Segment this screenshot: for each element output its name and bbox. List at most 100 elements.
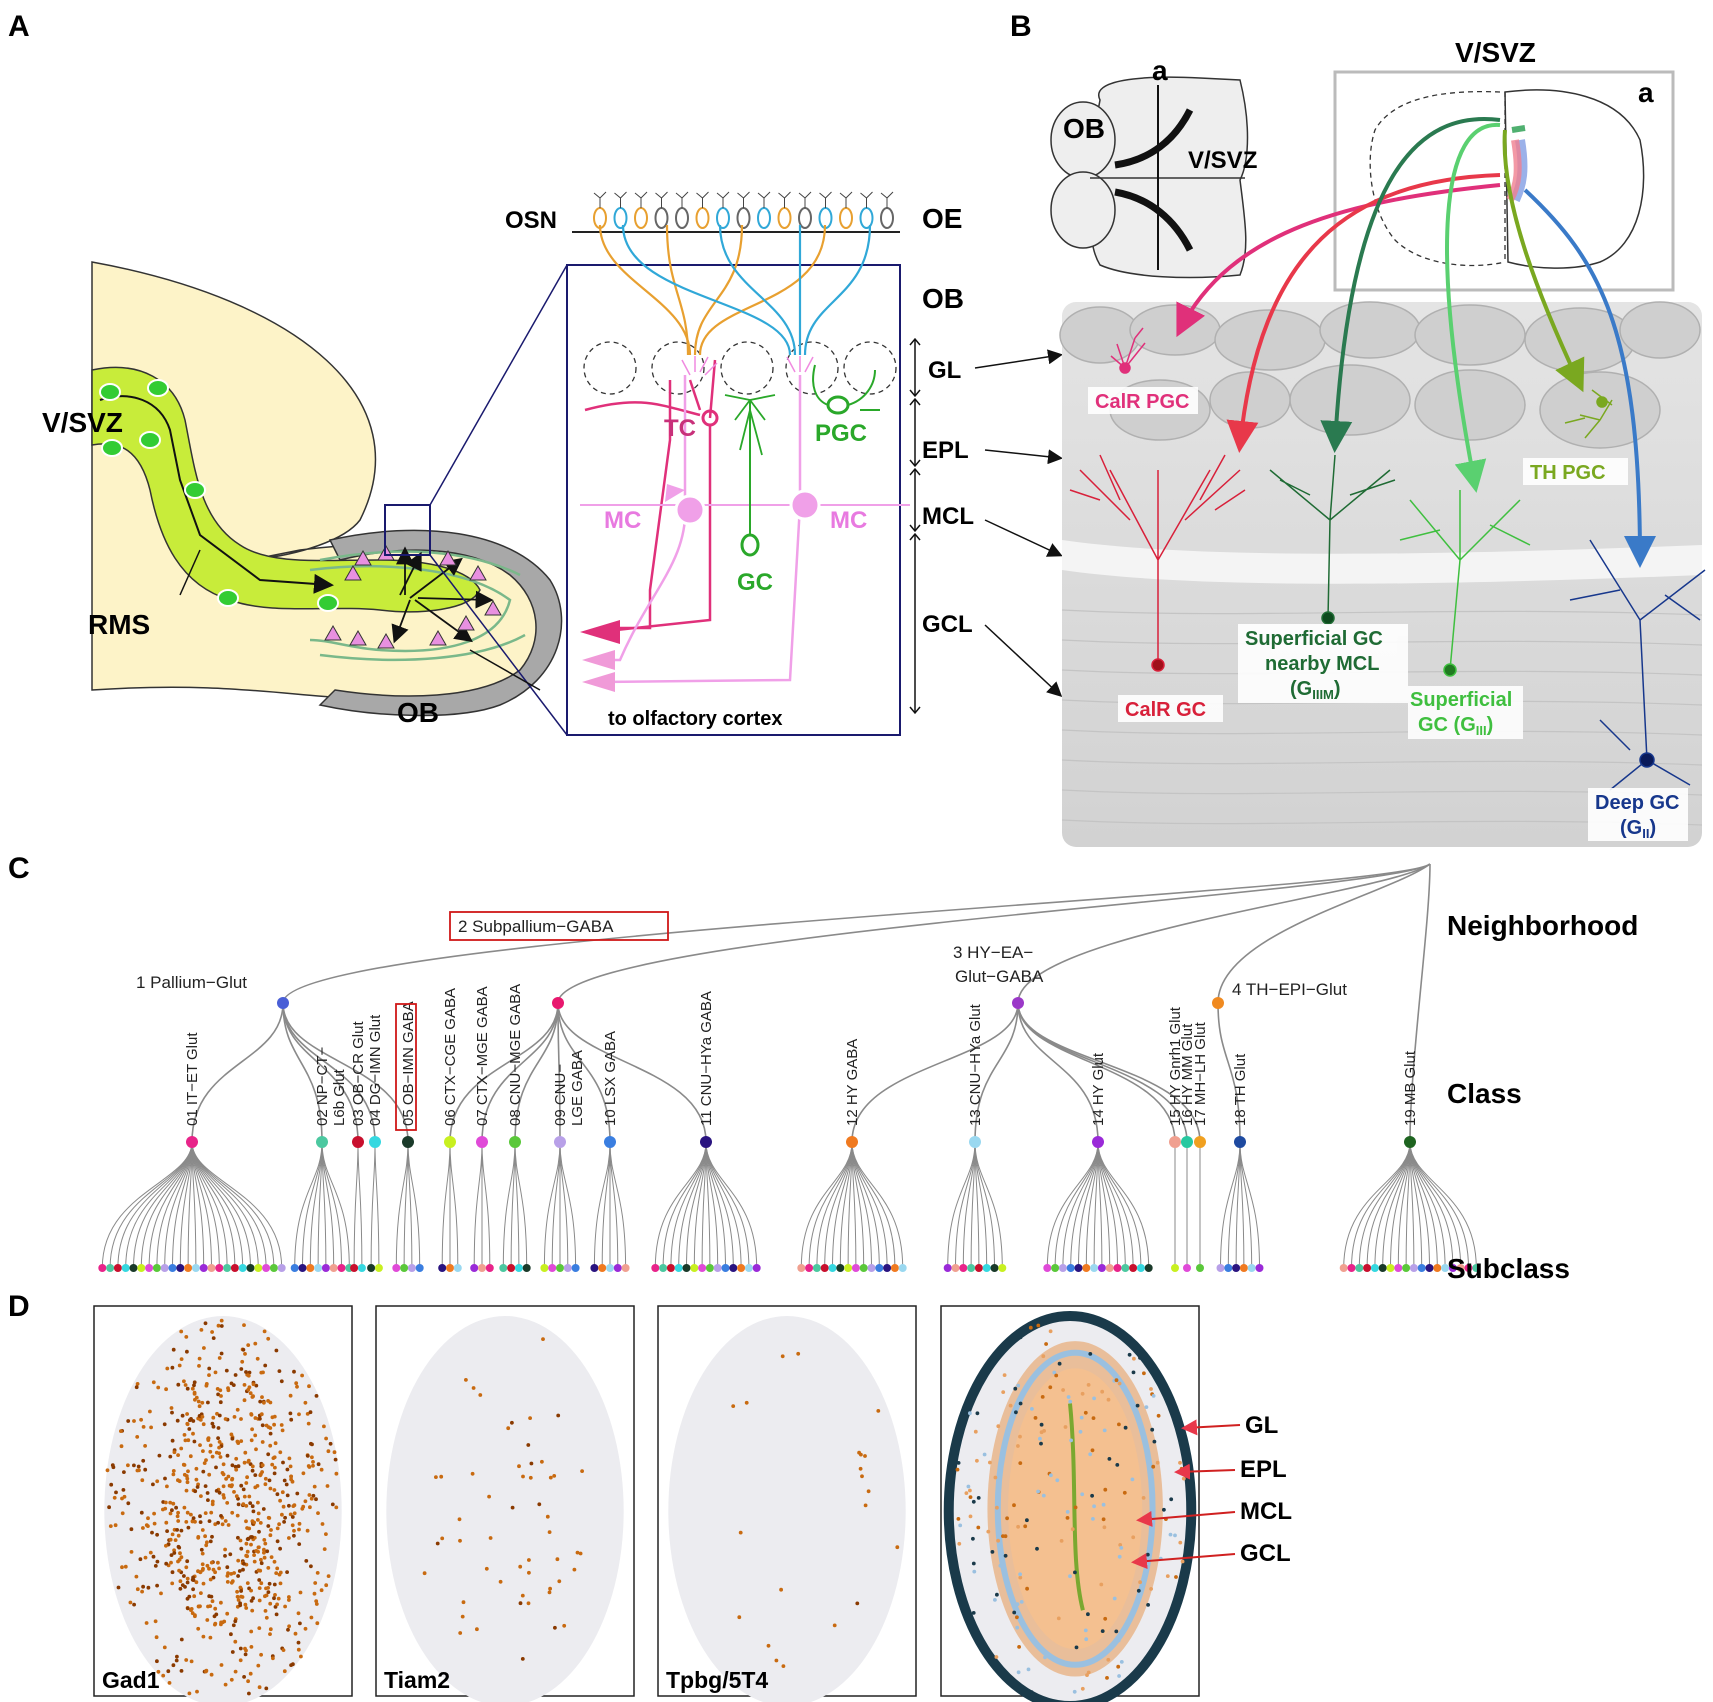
expression-dot xyxy=(1165,1574,1170,1578)
expression-dot xyxy=(995,1505,999,1510)
expression-dot xyxy=(1001,1390,1006,1394)
expression-dot xyxy=(498,1579,503,1584)
expression-dot xyxy=(256,1518,260,1522)
neuron-labels-bg xyxy=(1088,387,1688,841)
class-highlight-box xyxy=(395,1003,417,1131)
expression-dot xyxy=(242,1383,247,1387)
subclass-node xyxy=(1082,1264,1091,1272)
expression-dot xyxy=(280,1428,285,1433)
expression-dot xyxy=(976,1496,981,1500)
osn-cilia xyxy=(860,191,873,208)
expression-dot xyxy=(219,1324,224,1328)
expression-dot xyxy=(1044,1342,1048,1346)
expression-dot xyxy=(218,1455,223,1459)
subclass-node xyxy=(1216,1264,1225,1272)
osn-cilia xyxy=(757,191,771,208)
expression-dot xyxy=(213,1622,217,1627)
class-node xyxy=(352,1136,364,1148)
map-gene-label: Tpbg/5T4 xyxy=(666,1667,768,1693)
osn-cilia xyxy=(716,191,730,208)
expression-dot xyxy=(1168,1532,1173,1537)
expression-dot xyxy=(325,1484,330,1488)
expression-dot xyxy=(328,1441,333,1446)
tree-edge-class xyxy=(1217,1002,1241,1143)
subclass-node xyxy=(974,1264,983,1272)
expression-dot xyxy=(975,1458,979,1463)
expression-dot xyxy=(986,1529,991,1534)
expression-dot xyxy=(239,1439,244,1443)
expression-dot xyxy=(1149,1587,1153,1591)
superficial-gc-label-2: GC (GIII) xyxy=(1418,714,1493,738)
expression-dot xyxy=(155,1583,160,1588)
expression-dot xyxy=(219,1514,223,1518)
level-subclass: Subclass xyxy=(1447,1253,1570,1284)
neuron-calr-gc xyxy=(1069,454,1246,672)
tree-edge-subclass xyxy=(609,1141,627,1269)
expression-dot xyxy=(1117,1422,1121,1427)
expression-dot xyxy=(528,1416,532,1420)
class-label: 11 CNU−HYa GABA xyxy=(698,991,715,1126)
expression-dot xyxy=(1123,1425,1128,1430)
expression-dot xyxy=(257,1598,262,1603)
expression-dot xyxy=(184,1565,189,1570)
subclass-node xyxy=(207,1264,216,1272)
expression-dot xyxy=(1036,1323,1041,1328)
expression-dot xyxy=(1063,1425,1068,1429)
expression-dot xyxy=(259,1557,263,1562)
expression-dot xyxy=(248,1671,253,1676)
expression-dot xyxy=(219,1663,224,1667)
expression-dot xyxy=(264,1586,268,1591)
expression-dot xyxy=(166,1669,171,1674)
expression-dot xyxy=(159,1591,163,1596)
expression-dot xyxy=(155,1659,159,1664)
expression-dot xyxy=(191,1516,196,1520)
expression-dot xyxy=(198,1520,203,1524)
expression-dot xyxy=(200,1400,205,1405)
expression-dot xyxy=(296,1640,301,1645)
expression-dot xyxy=(253,1341,258,1346)
expression-dot xyxy=(182,1574,186,1578)
tree-edge-subclass xyxy=(321,1141,350,1269)
expression-dot xyxy=(1174,1575,1178,1579)
expression-dot xyxy=(1100,1389,1105,1394)
expression-dot xyxy=(141,1526,145,1530)
expression-dot xyxy=(143,1555,148,1560)
expression-dot xyxy=(291,1662,295,1667)
expression-dot xyxy=(254,1447,258,1452)
expression-dot xyxy=(1016,1524,1020,1529)
expression-dot xyxy=(294,1381,299,1386)
expression-dot xyxy=(1015,1615,1019,1620)
subclass-node xyxy=(729,1264,738,1272)
subclass-node xyxy=(666,1264,675,1272)
expression-dot xyxy=(976,1525,981,1530)
neighborhood-highlight-box xyxy=(449,911,669,941)
expression-dot xyxy=(268,1486,273,1491)
tree-edge-subclass xyxy=(473,1141,483,1269)
expression-dot xyxy=(185,1349,189,1354)
expression-dot xyxy=(218,1400,223,1405)
tree-edge-class xyxy=(557,1002,707,1143)
class-label: 14 HY Glut xyxy=(1090,1052,1107,1126)
expression-dot xyxy=(552,1474,557,1478)
expression-dot xyxy=(314,1599,319,1603)
expression-dot xyxy=(169,1406,174,1410)
expression-dot xyxy=(244,1606,249,1610)
tree-edge-subclass xyxy=(374,1141,380,1269)
expression-dot xyxy=(235,1513,240,1518)
subclass-node xyxy=(943,1264,952,1272)
migration-arrows xyxy=(1176,117,1656,568)
subclass-node xyxy=(890,1264,899,1272)
expression-dot xyxy=(258,1416,262,1421)
subclass-node xyxy=(400,1264,409,1272)
expression-dot xyxy=(200,1562,205,1567)
expression-dot xyxy=(161,1673,166,1678)
expression-dot xyxy=(996,1424,1001,1429)
panel-label-d: D xyxy=(8,1290,30,1323)
expression-dot xyxy=(204,1543,209,1548)
expression-dot xyxy=(233,1669,238,1674)
expression-dot xyxy=(288,1393,293,1398)
expression-dot xyxy=(197,1404,202,1409)
expression-dot xyxy=(280,1512,284,1517)
expression-dot xyxy=(200,1528,205,1532)
expression-dot xyxy=(307,1384,311,1389)
